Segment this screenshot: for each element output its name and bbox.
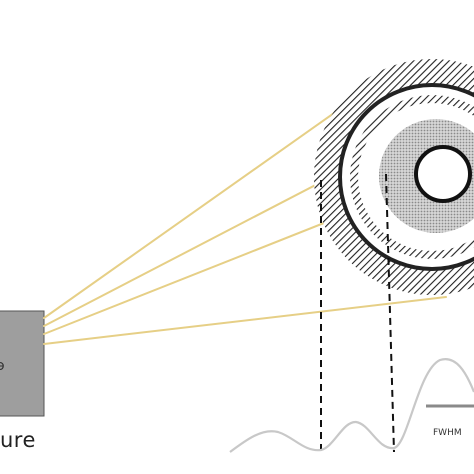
ray-4 [43,296,447,345]
intensity-profile-curve [229,358,474,453]
aperture-label: ure [0,428,36,452]
ray-1 [43,93,362,319]
aperture-mark-glyph: ə [0,358,5,374]
guide-line-right [385,173,395,453]
aperture-block [0,310,45,417]
guide-lines [320,173,395,453]
ring-target [314,59,474,295]
fwhm-label: FWHM [433,428,462,438]
bright-core-ring [414,145,472,203]
